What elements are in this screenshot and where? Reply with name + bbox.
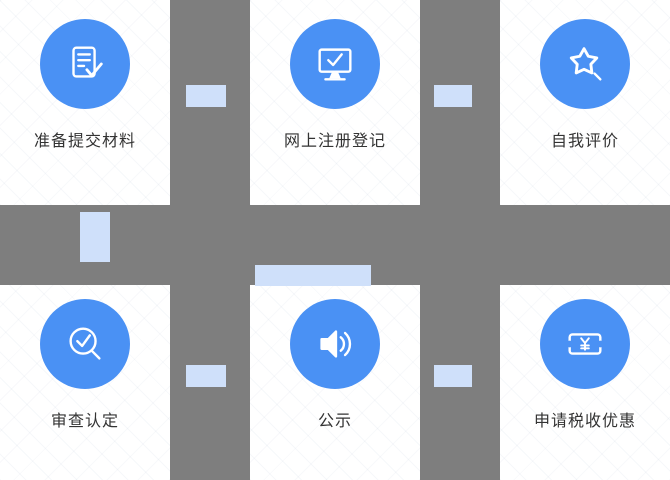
connector-step5-step6 bbox=[434, 365, 472, 387]
document-check-icon bbox=[72, 46, 103, 78]
step-label: 申请税收优惠 bbox=[533, 413, 636, 430]
connector-step1-step2 bbox=[186, 85, 226, 107]
step-icon-circle bbox=[290, 19, 380, 109]
step-icon-circle bbox=[290, 299, 380, 389]
magnifier-check-icon bbox=[69, 327, 101, 360]
connector-step1-down bbox=[80, 212, 110, 262]
connector-step4-step5 bbox=[186, 365, 226, 387]
step-card-online-registration: 网上注册登记 bbox=[250, 0, 420, 205]
step-icon-circle bbox=[40, 19, 130, 109]
speaker-icon bbox=[320, 330, 352, 358]
step-card-public-announcement: 公示 bbox=[250, 285, 420, 480]
star-seal-icon bbox=[569, 47, 602, 81]
step-card-apply-tax-benefits: 申请税收优惠 bbox=[500, 285, 670, 480]
step-icon-circle bbox=[540, 19, 630, 109]
step-icon-circle bbox=[540, 299, 630, 389]
step-card-prepare-materials: 准备提交材料 bbox=[0, 0, 170, 205]
step-label: 网上注册登记 bbox=[283, 133, 386, 150]
step-label: 公示 bbox=[317, 413, 352, 430]
monitor-check-icon bbox=[318, 48, 352, 81]
step-icon-circle bbox=[40, 299, 130, 389]
step-card-self-evaluation: 自我评价 bbox=[500, 0, 670, 205]
ticket-yuan-icon bbox=[566, 333, 604, 355]
step-label: 准备提交材料 bbox=[33, 133, 136, 150]
connector-into-step5 bbox=[255, 265, 371, 286]
step-card-review-confirmation: 审查认定 bbox=[0, 285, 170, 480]
step-label: 自我评价 bbox=[550, 133, 619, 150]
connector-step2-step3 bbox=[434, 85, 472, 107]
step-label: 审查认定 bbox=[50, 413, 119, 430]
